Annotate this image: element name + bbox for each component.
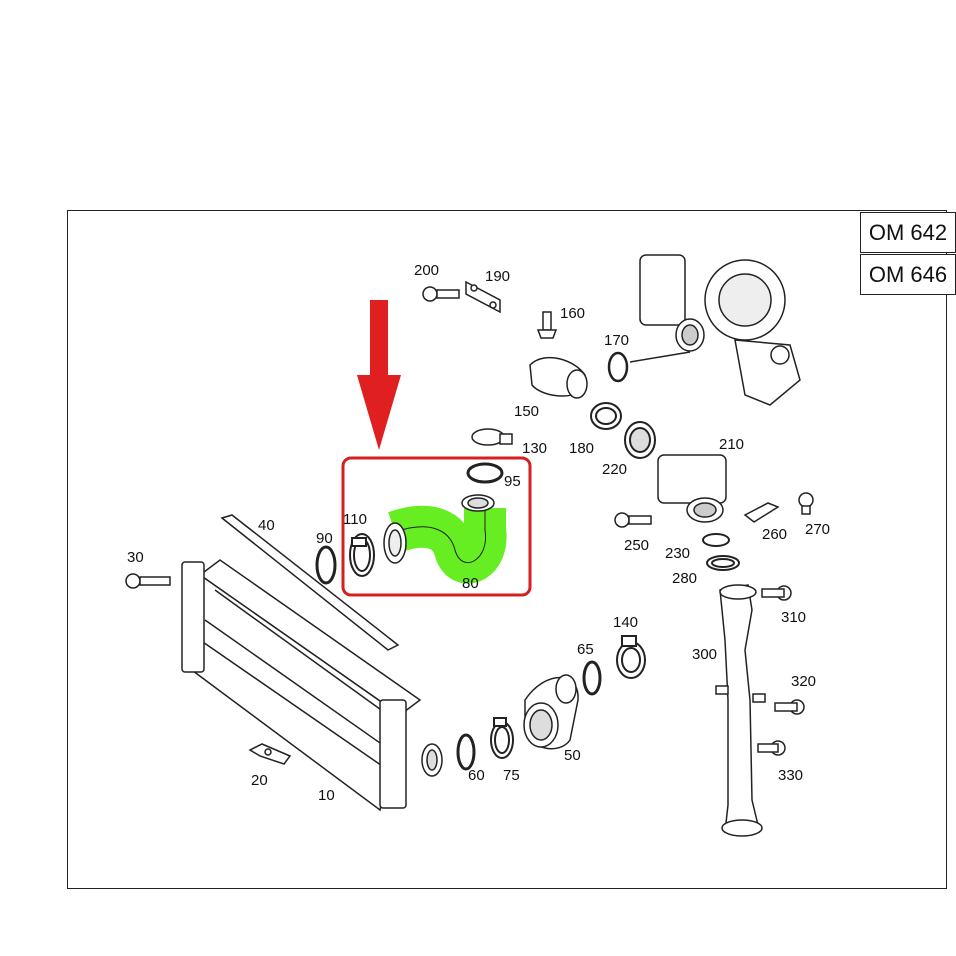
label-10: 10 [318, 787, 335, 804]
hose-80-icon [383, 494, 507, 584]
throttle-210-icon [657, 454, 727, 523]
label-220: 220 [602, 461, 627, 478]
clamp-140-icon [616, 635, 646, 679]
label-150: 150 [514, 403, 539, 420]
label-65: 65 [577, 641, 594, 658]
bolt-250-icon [614, 512, 652, 528]
label-170: 170 [604, 332, 629, 349]
bracket-260-icon [743, 502, 780, 523]
o-ring-65-icon [582, 660, 602, 696]
clamp-280-icon [706, 555, 740, 571]
strip-40-icon [220, 514, 400, 651]
label-40: 40 [258, 517, 275, 534]
label-75: 75 [503, 767, 520, 784]
nut-270-icon [798, 492, 814, 515]
label-60: 60 [468, 767, 485, 784]
o-ring-230-icon [702, 533, 730, 547]
turbocharger-icon [629, 254, 801, 406]
clamp-130-icon [471, 428, 513, 446]
plate-190-icon [465, 280, 501, 314]
label-280: 280 [672, 570, 697, 587]
label-200: 200 [414, 262, 439, 279]
label-130: 130 [522, 440, 547, 457]
label-270: 270 [805, 521, 830, 538]
clamp-75-icon [490, 717, 514, 759]
label-50: 50 [564, 747, 581, 764]
label-140: 140 [613, 614, 638, 631]
o-ring-90-icon [315, 545, 337, 585]
label-260: 260 [762, 526, 787, 543]
label-250: 250 [624, 537, 649, 554]
clamp-110-icon [349, 533, 375, 577]
bracket-20-icon [248, 743, 292, 765]
label-310: 310 [781, 609, 806, 626]
bolt-160-icon [536, 311, 558, 339]
red-arrow-icon [357, 300, 401, 450]
engine-code-om646: OM 646 [860, 254, 956, 295]
label-330: 330 [778, 767, 803, 784]
label-95: 95 [504, 473, 521, 490]
label-80: 80 [462, 575, 479, 592]
label-180: 180 [569, 440, 594, 457]
label-160: 160 [560, 305, 585, 322]
label-320: 320 [791, 673, 816, 690]
part-labels: 10 20 30 40 50 60 65 75 80 90 95 110 130… [127, 262, 830, 804]
pipe-300-icon [715, 584, 766, 837]
label-230: 230 [665, 545, 690, 562]
clamp-180-icon [590, 402, 622, 430]
label-20: 20 [251, 772, 268, 789]
o-ring-170-icon [607, 351, 629, 383]
elbow-50-icon [523, 674, 579, 750]
bolt-30-icon [125, 573, 171, 589]
highlight-box [341, 456, 532, 597]
bolt-200-icon [422, 286, 460, 302]
bolt-330-icon [757, 740, 786, 756]
ring-220-icon [624, 421, 656, 459]
o-ring-60-icon [456, 733, 476, 771]
elbow-150-icon [529, 356, 588, 399]
diagram-frame [67, 210, 947, 889]
label-210: 210 [719, 436, 744, 453]
intercooler-10-icon [181, 559, 443, 812]
bolt-320-icon [774, 699, 805, 715]
label-190: 190 [485, 268, 510, 285]
engine-code-om642: OM 642 [860, 212, 956, 253]
label-300: 300 [692, 646, 717, 663]
bolt-310-icon [761, 585, 792, 601]
label-110: 110 [343, 511, 367, 528]
o-ring-95-icon [466, 462, 504, 484]
label-30: 30 [127, 549, 144, 566]
label-90: 90 [316, 530, 333, 547]
